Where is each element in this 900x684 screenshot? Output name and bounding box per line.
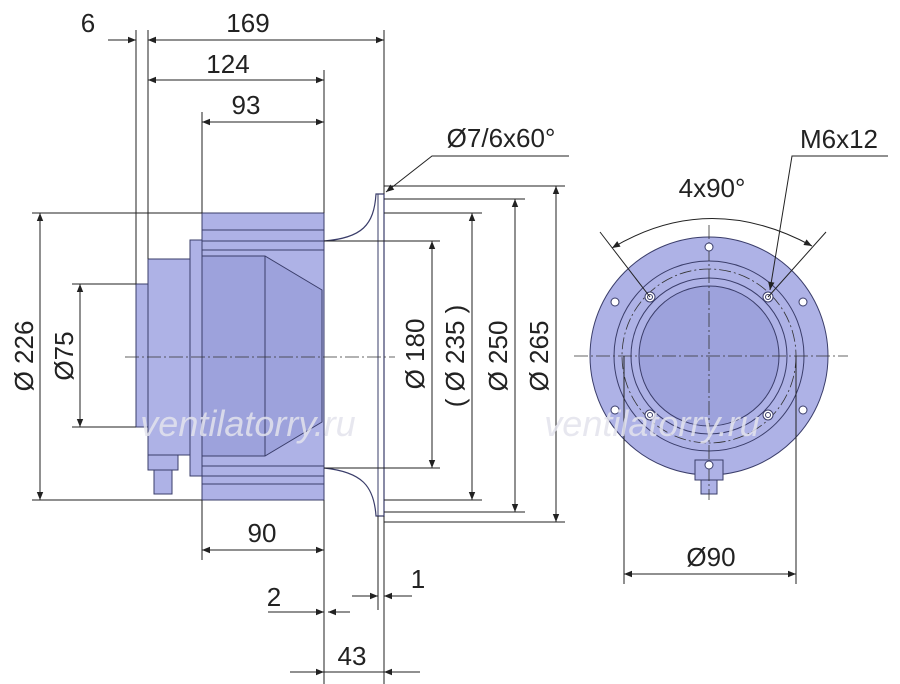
side-dimension-labels: 6 169 124 93 Ø 226 Ø75 Ø 180 ( Ø 235 ) Ø… xyxy=(9,8,555,671)
dim-90-side-label: 90 xyxy=(248,518,277,548)
dim-124-label: 124 xyxy=(206,49,249,79)
watermark-right: ventilatorry.ru xyxy=(544,403,759,444)
dim-75-label: Ø75 xyxy=(49,331,79,380)
dim-43-label: 43 xyxy=(338,641,367,671)
connector-block xyxy=(147,454,179,471)
dim-169-label: 169 xyxy=(226,8,269,38)
inlet-flange-profile xyxy=(323,193,385,517)
dim-2-label: 2 xyxy=(267,582,281,612)
connector-pin xyxy=(153,469,173,495)
dim-250-label: Ø 250 xyxy=(483,321,513,392)
side-dimensions xyxy=(32,30,569,684)
watermarks: ventilatorry.ru ventilatorry.ru xyxy=(140,403,759,444)
angle-label: 4x90° xyxy=(679,173,746,203)
watermark-left: ventilatorry.ru xyxy=(140,403,355,444)
dim-6-label: 6 xyxy=(81,8,95,38)
dim-180-label: Ø 180 xyxy=(400,319,430,390)
motor-shaft-stub xyxy=(135,283,149,428)
dim-93-label: 93 xyxy=(232,90,261,120)
front-view xyxy=(574,225,848,500)
hole-callout-label: Ø7/6x60° xyxy=(447,123,556,153)
thread-label: M6x12 xyxy=(800,124,878,154)
dim-90-front-label: Ø90 xyxy=(686,542,735,572)
dim-265-label: Ø 265 xyxy=(524,321,554,392)
dim-1-label: 1 xyxy=(411,564,425,594)
front-dimension-labels: 4x90° M6x12 Ø90 xyxy=(679,124,878,572)
front-dimensions xyxy=(599,155,888,584)
side-view xyxy=(125,193,395,517)
dim-235-label: ( Ø 235 ) xyxy=(440,305,470,408)
dim-226-label: Ø 226 xyxy=(9,321,39,392)
